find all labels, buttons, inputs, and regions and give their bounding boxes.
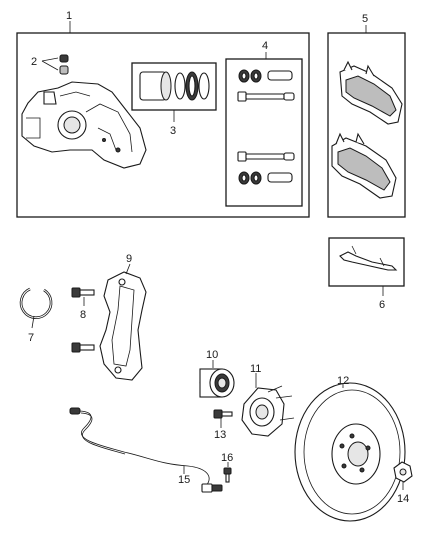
callout-7: 7 bbox=[28, 332, 34, 344]
callout-6: 6 bbox=[379, 299, 385, 311]
adapter-bolts: 8 bbox=[71, 287, 95, 353]
pad-spring-clip bbox=[339, 251, 398, 271]
callout-9: 9 bbox=[126, 253, 132, 265]
wheel-speed-sensor: 15 bbox=[69, 407, 223, 493]
brake-caliper bbox=[21, 81, 147, 169]
callout-5: 5 bbox=[362, 13, 368, 25]
retaining-ring: 7 bbox=[19, 287, 53, 344]
callout-13: 13 bbox=[214, 429, 226, 441]
callout-15: 15 bbox=[178, 474, 190, 486]
callout-10: 10 bbox=[206, 349, 218, 361]
callout-8: 8 bbox=[80, 309, 86, 321]
wheel-bearing: 10 bbox=[199, 349, 235, 398]
callout-1: 1 bbox=[66, 10, 72, 22]
pad-clip-group: 6 bbox=[328, 237, 405, 311]
brake-pads-box bbox=[327, 32, 406, 218]
bleeder-screw: 2 bbox=[31, 54, 69, 75]
wheel-stud: 13 bbox=[213, 409, 233, 441]
callout-11: 11 bbox=[250, 363, 261, 375]
callout-3: 3 bbox=[170, 125, 176, 137]
guide-pin-kit: 4 bbox=[225, 40, 303, 207]
caliper-assembly-box bbox=[16, 32, 310, 218]
wheel-hub: 11 bbox=[241, 363, 295, 437]
callout-16: 16 bbox=[221, 452, 233, 464]
callout-4: 4 bbox=[262, 40, 268, 52]
piston-seal-kit: 3 bbox=[131, 62, 217, 137]
brake-pad-upper bbox=[339, 60, 403, 125]
caliper-adapter-bracket: 9 bbox=[99, 253, 147, 381]
pad-clip-box bbox=[328, 237, 405, 287]
caliper-assembly-group: 1 2 bbox=[16, 10, 310, 218]
guide-pin-kit-box bbox=[225, 58, 303, 207]
sensor-bolt: 16 bbox=[221, 452, 233, 483]
brake-pads-group: 5 bbox=[327, 13, 406, 218]
lug-nut: 14 bbox=[393, 461, 413, 505]
brake-pad-lower bbox=[331, 132, 397, 199]
brake-rotor: 12 bbox=[294, 375, 406, 522]
callout-14: 14 bbox=[397, 493, 409, 505]
callout-2: 2 bbox=[31, 56, 37, 68]
callout-12: 12 bbox=[337, 375, 349, 387]
